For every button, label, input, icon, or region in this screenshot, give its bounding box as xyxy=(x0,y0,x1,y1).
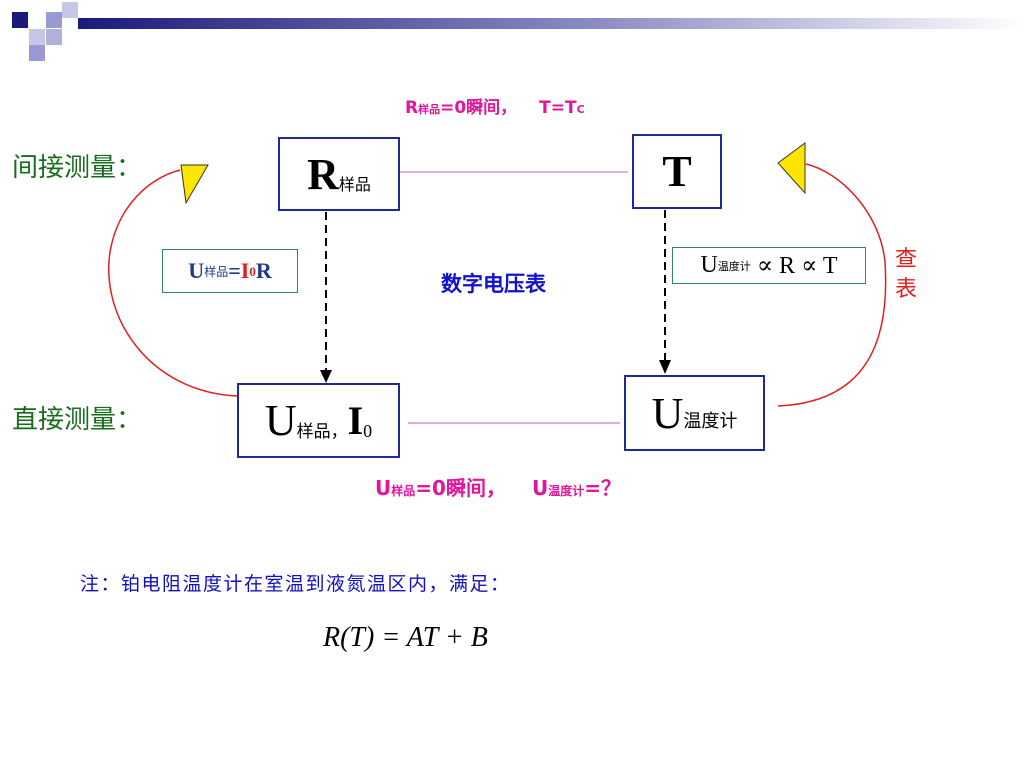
right-arc xyxy=(777,163,887,407)
linear-formula: R(T) = AT + B xyxy=(323,622,488,653)
lookup-table-label: 查 表 xyxy=(894,247,917,302)
footnote: 注：铂电阻温度计在室温到液氮温区内，满足： xyxy=(80,573,511,595)
top-condition: R样品=0瞬间，T=TC xyxy=(405,98,585,118)
indirect-measurement-label: 间接测量： xyxy=(12,153,143,183)
down-arrowhead-left xyxy=(320,370,332,383)
down-arrowhead-right xyxy=(659,360,671,374)
temperature-box: T xyxy=(632,134,722,209)
bottom-condition: U样品=0瞬间，U温度计=？ xyxy=(375,476,621,500)
left-arc xyxy=(108,169,238,397)
voltmeter-label: 数字电压表 xyxy=(441,272,546,296)
right-yellow-arrow xyxy=(777,142,806,195)
direct-measurement-label: 直接测量： xyxy=(12,405,143,435)
left-yellow-arrow xyxy=(180,164,209,205)
header-decoration xyxy=(12,2,1024,61)
